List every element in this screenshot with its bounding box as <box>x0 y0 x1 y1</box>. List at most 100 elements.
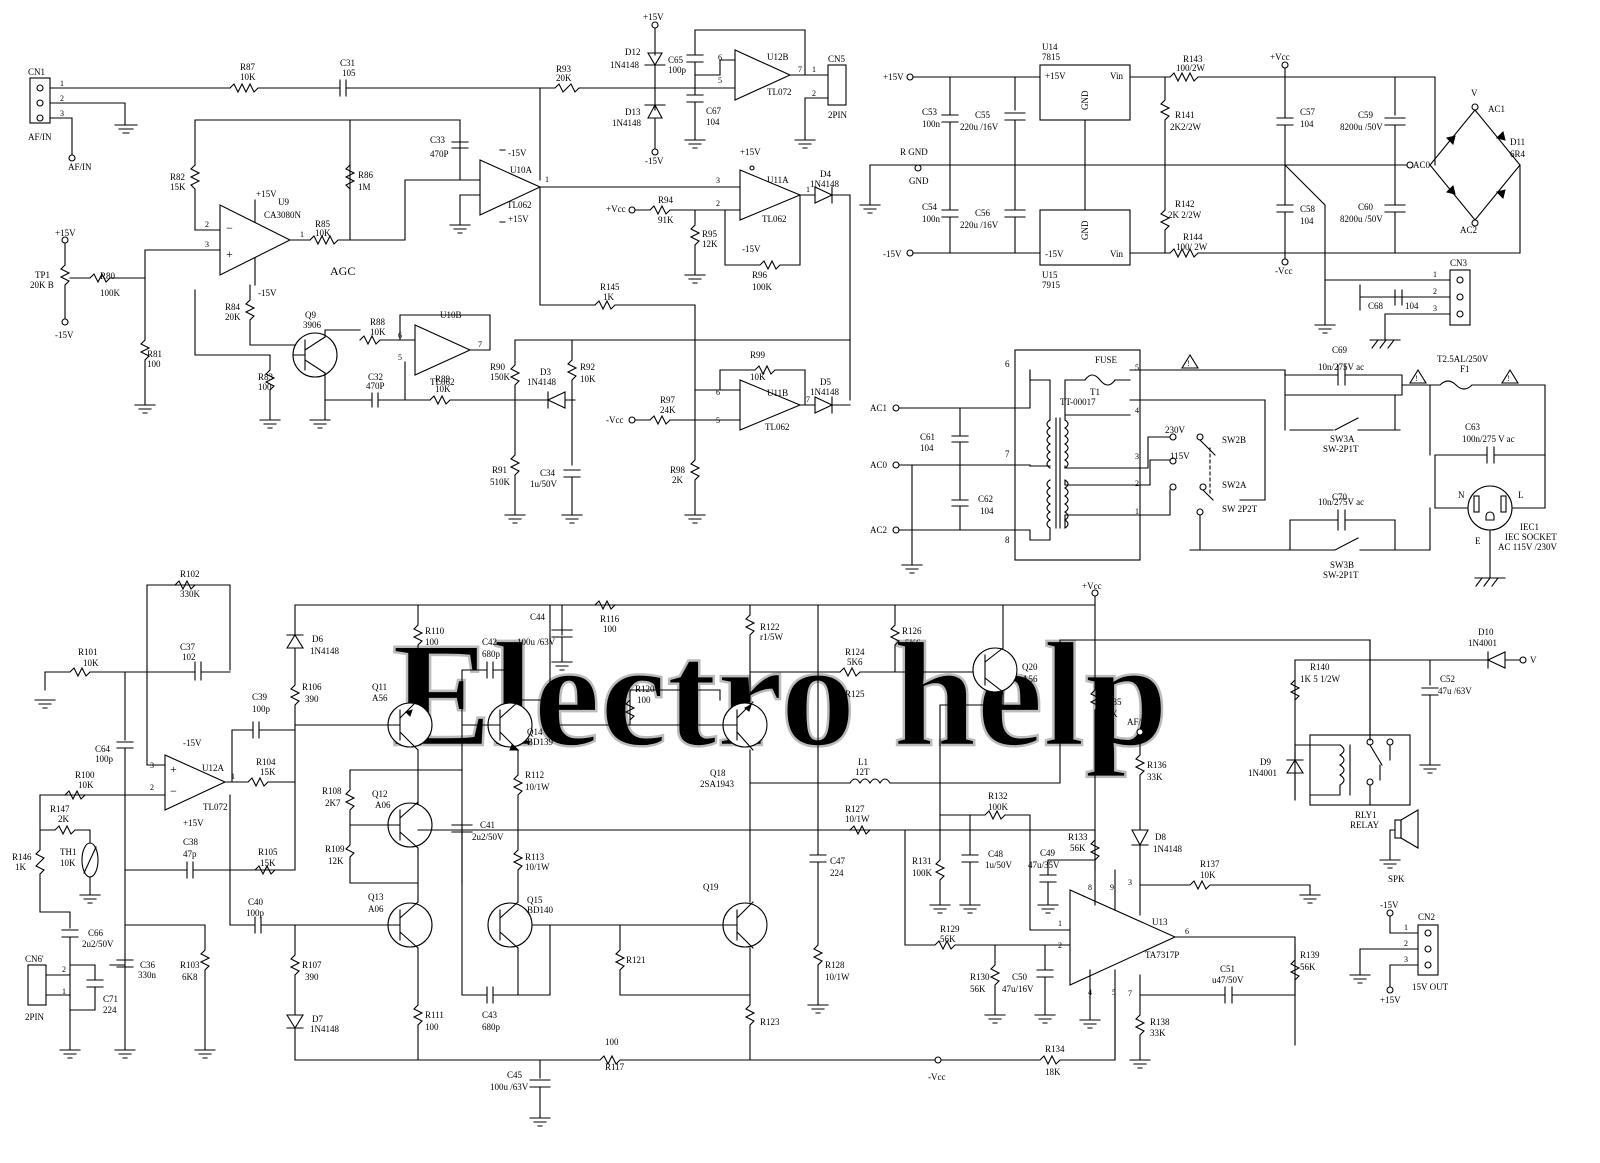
svg-text:2: 2 <box>812 89 816 98</box>
svg-text:+15V: +15V <box>1045 71 1066 81</box>
svg-text:-15V: -15V <box>183 738 202 748</box>
svg-text:TA7317P: TA7317P <box>1145 950 1179 960</box>
svg-text:10/1W: 10/1W <box>845 814 870 824</box>
svg-text:R95: R95 <box>702 229 718 239</box>
svg-text:R120: R120 <box>635 684 655 694</box>
cn1-label: CN1 <box>28 67 45 77</box>
svg-text:C48: C48 <box>988 849 1004 859</box>
svg-text:C50: C50 <box>1012 972 1028 982</box>
svg-text:C44: C44 <box>530 612 546 622</box>
svg-text:115V: 115V <box>1170 451 1190 461</box>
svg-text:TP1: TP1 <box>35 270 50 280</box>
svg-text:18K: 18K <box>1102 709 1118 719</box>
svg-text:104: 104 <box>1405 301 1419 311</box>
svg-text:R129: R129 <box>940 924 960 934</box>
svg-text:2PIN: 2PIN <box>828 110 848 120</box>
svg-text:R143: R143 <box>1183 54 1203 64</box>
svg-text:!: ! <box>1187 359 1190 368</box>
svg-text:R85: R85 <box>315 219 331 229</box>
svg-text:+15V: +15V <box>883 72 904 82</box>
svg-text:D9: D9 <box>1260 757 1271 767</box>
svg-text:SW3A: SW3A <box>1330 434 1355 444</box>
svg-text:1N4148: 1N4148 <box>810 179 839 189</box>
svg-text:2PIN: 2PIN <box>25 1012 45 1022</box>
svg-text:C40: C40 <box>248 897 264 907</box>
svg-text:R128: R128 <box>825 960 845 970</box>
svg-text:AC 115V /230V: AC 115V /230V <box>1498 542 1558 552</box>
svg-text:N: N <box>1458 490 1465 500</box>
svg-text:R102: R102 <box>180 569 200 579</box>
svg-text:R105: R105 <box>258 847 278 857</box>
svg-text:224: 224 <box>830 868 844 878</box>
u11b-opamp <box>739 379 802 431</box>
svg-text:R99: R99 <box>750 350 766 360</box>
svg-text:RELAY: RELAY <box>1350 820 1380 830</box>
svg-text:47u /63V: 47u /63V <box>1438 686 1472 696</box>
svg-text:TL072: TL072 <box>767 87 792 97</box>
svg-text:+: + <box>170 762 177 776</box>
svg-text:R90: R90 <box>490 362 506 372</box>
svg-text:+15V: +15V <box>1380 995 1401 1005</box>
svg-text:1N4148: 1N4148 <box>1153 844 1182 854</box>
svg-text:R104: R104 <box>256 757 276 767</box>
svg-text:100p: 100p <box>246 908 265 918</box>
svg-text:1N4001: 1N4001 <box>1468 638 1497 648</box>
svg-text:2u2/50V: 2u2/50V <box>472 832 504 842</box>
svg-text:R98: R98 <box>670 465 686 475</box>
svg-text:12T: 12T <box>855 767 870 777</box>
svg-text:100n/275 V ac: 100n/275 V ac <box>1462 434 1515 444</box>
svg-text:7: 7 <box>798 65 802 74</box>
svg-text:3: 3 <box>1404 955 1408 964</box>
svg-text:100p: 100p <box>668 65 687 75</box>
svg-text:R94: R94 <box>658 195 674 205</box>
svg-text:3: 3 <box>60 109 64 118</box>
svg-text:C36: C36 <box>140 960 156 970</box>
svg-text:+Vcc: +Vcc <box>606 204 626 214</box>
svg-text:+15V: +15V <box>256 189 277 199</box>
svg-text:-15V: -15V <box>508 148 527 158</box>
svg-text:R127: R127 <box>845 804 865 814</box>
svg-text:R81: R81 <box>147 349 162 359</box>
svg-text:6: 6 <box>1005 359 1010 369</box>
svg-text:100K: 100K <box>988 802 1009 812</box>
svg-text:U12A: U12A <box>202 763 224 773</box>
svg-text:Q15: Q15 <box>527 895 543 905</box>
svg-text:−: − <box>170 784 177 798</box>
svg-text:C58: C58 <box>1300 204 1316 214</box>
svg-text:U14: U14 <box>1042 42 1058 52</box>
svg-text:+Vcc: +Vcc <box>1082 581 1102 591</box>
rly1-relay-box <box>1309 734 1411 806</box>
svg-text:D11: D11 <box>1510 137 1525 147</box>
svg-text:5: 5 <box>1135 363 1139 372</box>
svg-text:V: V <box>1471 88 1478 98</box>
svg-text:224: 224 <box>103 1005 117 1015</box>
svg-text:24K: 24K <box>660 405 676 415</box>
svg-text:C31: C31 <box>340 58 355 68</box>
svg-text:15K: 15K <box>260 858 276 868</box>
svg-text:2K: 2K <box>58 814 70 824</box>
svg-text:AC1: AC1 <box>1488 104 1505 114</box>
svg-text:10K: 10K <box>78 780 94 790</box>
svg-text:230V: 230V <box>1165 425 1186 435</box>
svg-text:D8: D8 <box>1155 832 1166 842</box>
svg-text:10K: 10K <box>750 372 766 382</box>
svg-text:8: 8 <box>1005 535 1010 545</box>
svg-text:18K: 18K <box>1045 1067 1061 1077</box>
svg-text:56K: 56K <box>940 934 956 944</box>
svg-text:R100: R100 <box>75 770 95 780</box>
svg-text:100: 100 <box>147 359 161 369</box>
svg-text:1: 1 <box>1135 507 1139 516</box>
svg-text:5: 5 <box>718 76 722 85</box>
svg-text:100: 100 <box>425 637 439 647</box>
svg-text:C43: C43 <box>482 1010 498 1020</box>
svg-text:R133: R133 <box>1068 832 1088 842</box>
svg-text:CA3080N: CA3080N <box>264 210 302 220</box>
svg-text:R147: R147 <box>50 804 70 814</box>
svg-text:C37: C37 <box>180 642 196 652</box>
svg-text:C51: C51 <box>1220 964 1235 974</box>
svg-text:SW2A: SW2A <box>1222 480 1247 490</box>
svg-text:R121: R121 <box>626 955 646 965</box>
svg-text:2K2/2W: 2K2/2W <box>1170 122 1202 132</box>
svg-text:+15V: +15V <box>183 818 204 828</box>
svg-text:+: + <box>226 247 233 261</box>
